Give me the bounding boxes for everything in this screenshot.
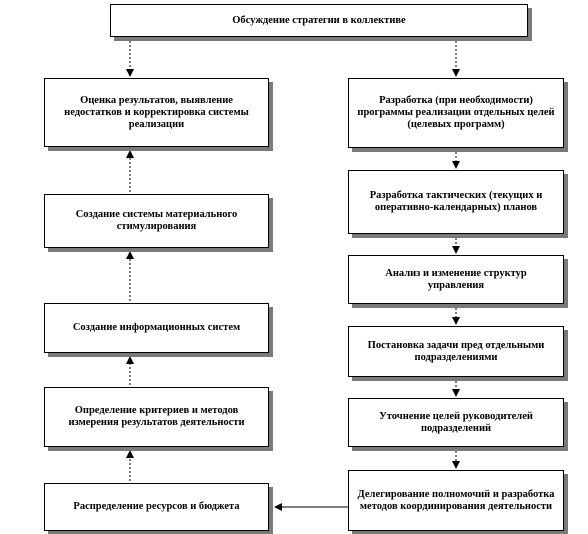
step-label: Разработка тактических (текущих и операт… [369, 190, 543, 213]
step-label: Оценка результатов, выявление недостатко… [64, 94, 249, 130]
step-refine-goals: Уточнение целей руководителей подразделе… [348, 398, 564, 447]
step-unit-tasks: Постановка задачи пред отдельными подраз… [348, 326, 564, 377]
step-evaluate-results: Оценка результатов, выявление недостатко… [44, 78, 269, 147]
step-structure-analysis: Анализ и изменение структур управления [348, 255, 564, 304]
step-label: Анализ и изменение структур управления [385, 267, 527, 291]
step-program-development: Разработка (при необходимости) программы… [348, 78, 564, 148]
step-label: Делегирование полномочий и разработка ме… [357, 488, 555, 512]
step-tactical-plans: Разработка тактических (текущих и операт… [348, 170, 564, 234]
step-criteria-methods: Определение критериев и методов измерени… [44, 387, 269, 447]
step-label: Определение критериев и методов измерени… [68, 405, 245, 428]
step-delegation: Делегирование полномочий и разработка ме… [348, 470, 564, 531]
step-label: Постановка задачи пред отдельными подраз… [367, 339, 545, 363]
step-label: Обсуждение стратегии в коллективе [232, 14, 406, 26]
step-incentive-system: Создание системы материального стимулиро… [44, 194, 269, 248]
step-information-systems: Создание информационных систем [44, 303, 269, 353]
step-label: Уточнение целей руководителей подразделе… [379, 410, 533, 434]
step-label: Разработка (при необходимости) программы… [357, 95, 555, 130]
step-resource-allocation: Распределение ресурсов и бюджета [44, 483, 269, 531]
step-strategy-discussion: Обсуждение стратегии в коллективе [110, 4, 528, 37]
step-label: Создание информационных систем [72, 322, 241, 333]
step-label: Распределение ресурсов и бюджета [73, 501, 240, 512]
step-label: Создание системы материального стимулиро… [75, 209, 238, 232]
